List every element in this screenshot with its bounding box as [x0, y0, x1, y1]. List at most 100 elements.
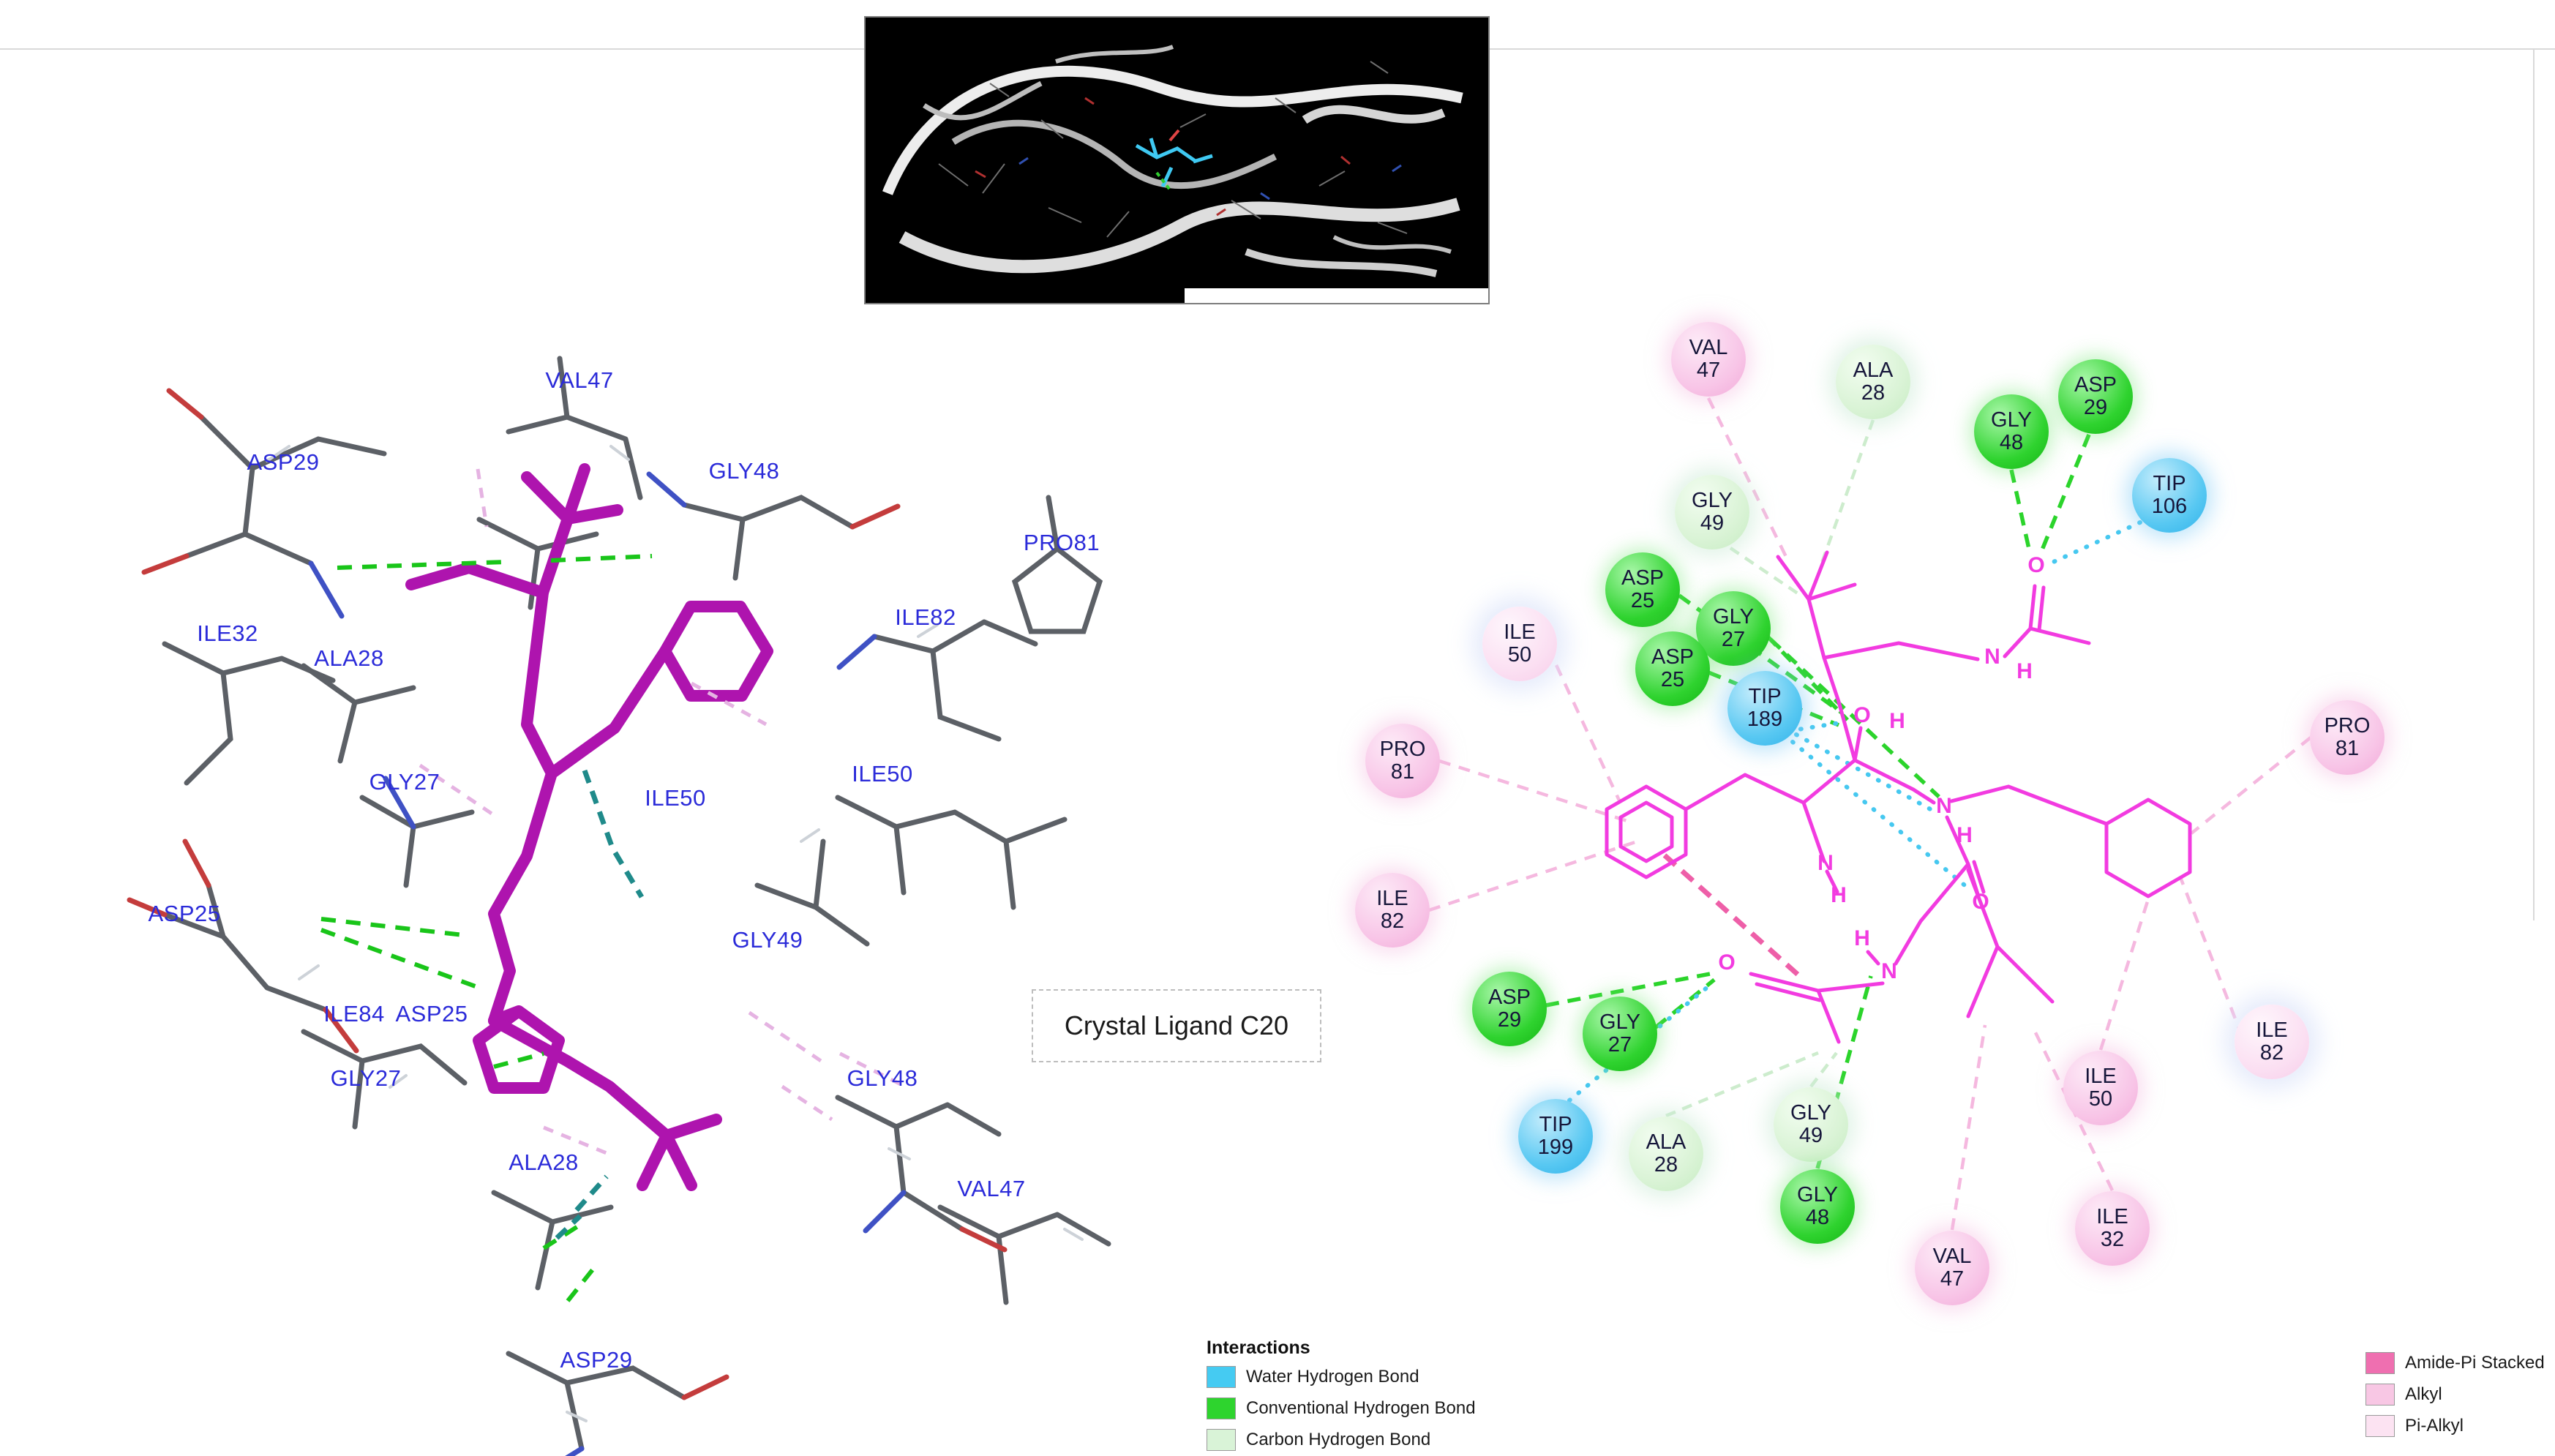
atom-label-n: N — [1984, 645, 2000, 669]
residue-label-3d-gly27: GLY27 — [330, 1065, 402, 1091]
residue-sticks — [162, 356, 1111, 1452]
atom-label-n: N — [1936, 794, 1952, 818]
residue-label-3d-ile84: ILE84 — [323, 1001, 385, 1027]
alkyl-dashes-pink — [419, 468, 908, 1155]
residue-name: ASP — [1621, 566, 1665, 590]
residue-name: PRO — [1379, 738, 1426, 761]
atom-label-h: H — [1831, 883, 1847, 907]
legend-label: Amide-Pi Stacked — [2405, 1353, 2545, 1373]
residue-number: 82 — [2259, 1041, 2284, 1065]
residue-number: 82 — [1380, 909, 1405, 933]
residue-number: 49 — [1798, 1124, 1823, 1147]
residue-name: ILE — [2085, 1065, 2117, 1088]
legend-item-amide-pi-stacked: Amide-Pi Stacked — [2365, 1352, 2545, 1374]
residue-number: 29 — [2083, 396, 2108, 419]
atom-label-o: O — [1972, 890, 1989, 914]
residue-label-3d-asp29: ASP29 — [247, 449, 320, 475]
residue-number: 28 — [1861, 381, 1886, 405]
residue-name: GLY — [1599, 1010, 1640, 1034]
legend-swatch — [2365, 1384, 2395, 1406]
legend-item-pi-alkyl: Pi-Alkyl — [2365, 1415, 2545, 1437]
legend-item-conventional-hydrogen-bond: Conventional Hydrogen Bond — [1207, 1397, 1476, 1419]
residue-name: TIP — [2153, 472, 2186, 495]
residue-label-3d-ile50: ILE50 — [645, 785, 706, 811]
atom-label-h: H — [1956, 823, 1973, 847]
nitrogen-stick-tips — [308, 471, 907, 1456]
residue-name: GLY — [1692, 489, 1733, 512]
residue-label-3d-gly27: GLY27 — [369, 769, 440, 795]
legend-swatch — [1207, 1429, 1236, 1451]
hbond-dashes-green — [320, 554, 653, 1302]
residue-label-3d-asp29: ASP29 — [560, 1347, 633, 1373]
residue-number: 29 — [1497, 1008, 1522, 1032]
residue-label-3d-ile82: ILE82 — [895, 604, 956, 630]
residue-label-3d-val47: VAL47 — [957, 1176, 1026, 1201]
residue-number: 48 — [1999, 431, 2024, 454]
residue-name: TIP — [1539, 1113, 1572, 1136]
legend-item-water-hydrogen-bond: Water Hydrogen Bond — [1207, 1366, 1476, 1388]
residue-label-3d-gly48: GLY48 — [708, 458, 780, 484]
residue-number: 106 — [2151, 495, 2188, 518]
legend-swatch — [2365, 1415, 2395, 1437]
ligand-3d-drawing — [127, 356, 1111, 1456]
residue-name: GLY — [1790, 1101, 1831, 1125]
legend-swatch — [2365, 1352, 2395, 1374]
residue-number: 199 — [1537, 1136, 1574, 1159]
oxygen-stick-tips — [127, 388, 1008, 1400]
residue-name: GLY — [1797, 1183, 1838, 1207]
atom-label-h: H — [2016, 659, 2033, 683]
residue-number: 50 — [2088, 1087, 2113, 1111]
legend-swatch — [1207, 1397, 1236, 1419]
caption-text: Crystal Ligand C20 — [1064, 1010, 1289, 1040]
protein-overview-image — [864, 16, 1490, 304]
residue-name: ASP — [1487, 986, 1531, 1009]
residue-label-3d-ile50: ILE50 — [852, 761, 913, 787]
ligand-2d-skeleton — [1605, 550, 2192, 1044]
figure-caption: Crystal Ligand C20 — [1032, 989, 1321, 1062]
amide-pi-line — [1662, 853, 1806, 982]
residue-name: ASP — [2074, 373, 2117, 397]
residue-label-3d-ile32: ILE32 — [197, 620, 258, 646]
residue-number: 50 — [1507, 643, 1532, 667]
residue-name: ALA — [1646, 1130, 1687, 1154]
residue-name: ILE — [1504, 620, 1536, 644]
residue-label-3d-pro81: PRO81 — [1023, 530, 1100, 555]
residue-label-3d-asp25: ASP25 — [148, 901, 221, 926]
residue-number: 25 — [1630, 589, 1655, 612]
residue-number: 25 — [1660, 668, 1685, 691]
residue-number: 81 — [1390, 760, 1415, 784]
residue-label-3d-gly48: GLY48 — [847, 1065, 918, 1091]
residue-number: 189 — [1747, 708, 1783, 731]
residue-name: VAL — [1689, 336, 1728, 359]
atom-label-n: N — [1881, 959, 1897, 983]
legend-label: Pi-Alkyl — [2405, 1416, 2464, 1436]
legend-label: Carbon Hydrogen Bond — [1246, 1430, 1431, 1449]
residue-name: ALA — [1853, 359, 1894, 382]
carbon-hbond-lines — [1665, 419, 1875, 1118]
atom-label-o: O — [2027, 553, 2044, 577]
residue-number: 32 — [2100, 1228, 2125, 1251]
residue-name: TIP — [1748, 685, 1782, 708]
